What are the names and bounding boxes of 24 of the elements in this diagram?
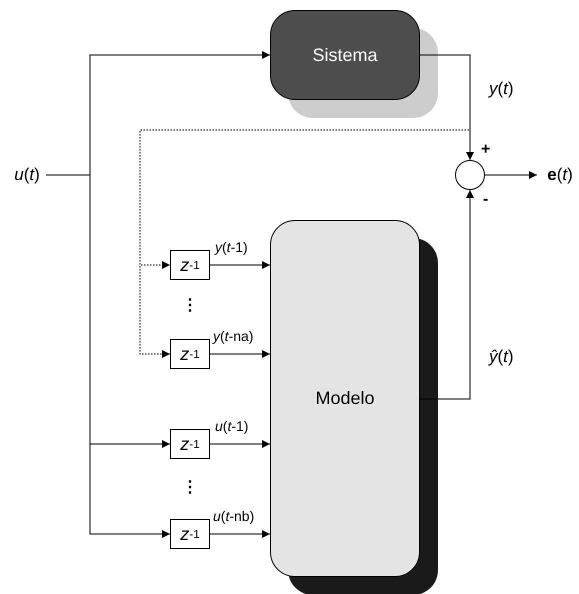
edge-label: u(t-1) [214, 419, 250, 434]
arrow [210, 261, 270, 269]
arrow [46, 174, 170, 538]
model-block: Modelo [270, 220, 420, 577]
signal-label: e(t) [541, 163, 579, 187]
summing-junction [455, 160, 485, 190]
arrow [484, 171, 538, 179]
edge-label: y(t-1) [214, 240, 249, 256]
arrow [420, 54, 474, 160]
signal-label: u(t) [8, 163, 46, 187]
arrow [210, 440, 270, 448]
edge-label: y(t-na) [212, 329, 254, 344]
edge-label: y(t) [488, 80, 515, 99]
edge-label: u(t-nb) [212, 509, 256, 524]
sign-label: - [483, 192, 488, 208]
edge-label: ŷ(t) [488, 348, 515, 367]
ellipsis-label: ⋮ [182, 480, 198, 496]
arrow [140, 54, 470, 358]
system-block: Sistema [270, 10, 420, 100]
arrow [420, 190, 474, 400]
arrow [210, 350, 270, 358]
ellipsis-label: ⋮ [182, 298, 198, 314]
arrow [210, 530, 270, 538]
sign-label: + [481, 142, 490, 158]
